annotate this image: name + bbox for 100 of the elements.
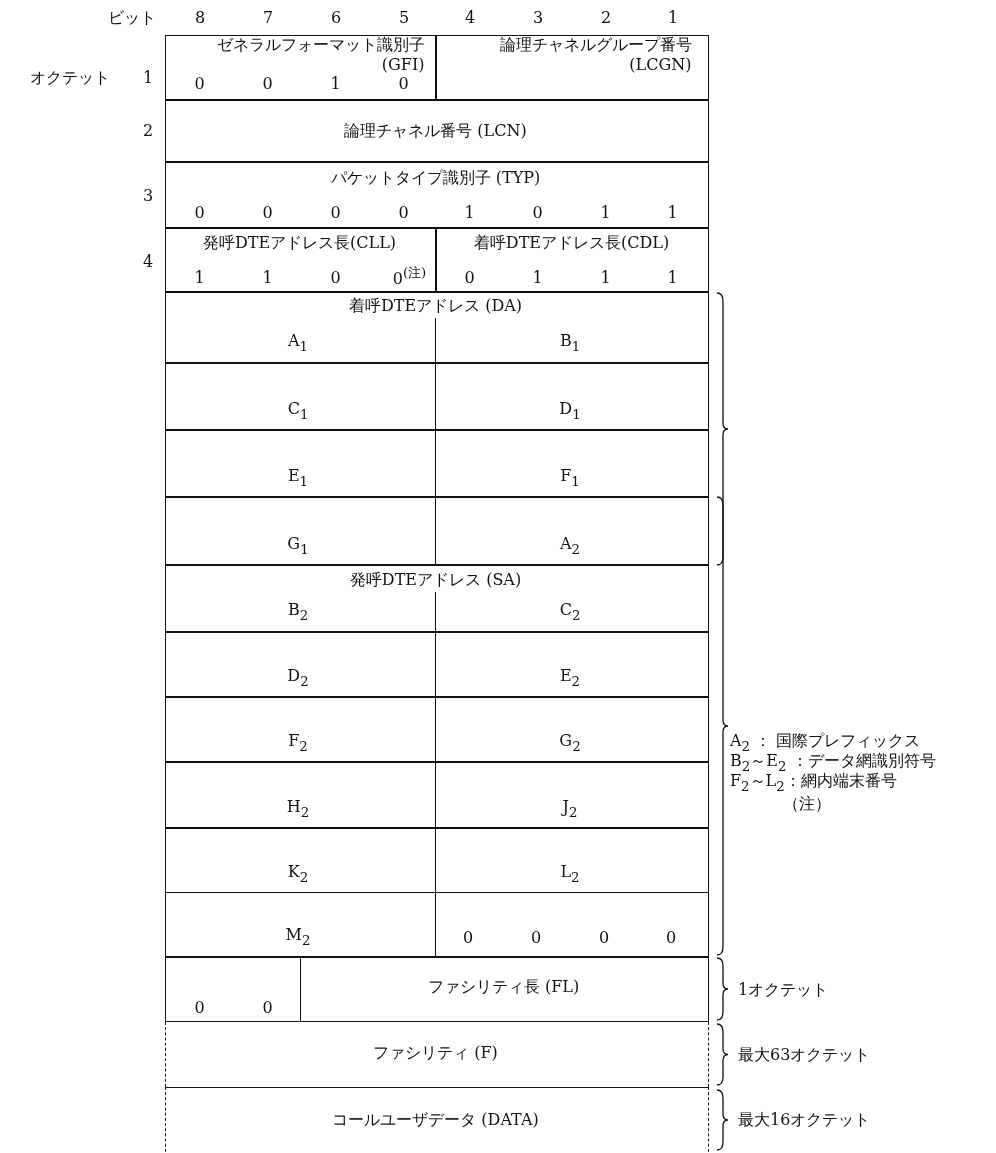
field-cell (165, 1022, 709, 1087)
axis-title: ビット (108, 8, 156, 28)
field-cell (165, 35, 436, 100)
octet-number: 2 (142, 121, 154, 141)
bit-value: 1 (262, 267, 273, 288)
field-cell (165, 228, 436, 292)
field-cell (165, 1087, 709, 1153)
field-label: D$_{1}$ (559, 399, 581, 424)
bit-value: 0 (530, 928, 542, 948)
field-cell (436, 228, 709, 292)
field-label: C$_{2}$ (559, 600, 581, 625)
field-label: H$_{2}$ (286, 797, 310, 822)
field-label: J$_{2}$ (562, 797, 578, 822)
field-cell (165, 292, 709, 565)
field-label: G$_{2}$ (559, 731, 581, 756)
field-label: D$_{2}$ (287, 666, 309, 691)
bit-value: 1 (667, 267, 678, 288)
bit-number: 7 (262, 8, 274, 28)
bit-value: 1 (532, 267, 543, 288)
field-label: 論理チャネルグループ番号 (LCGN) (498, 34, 692, 75)
field-label: E$_{2}$ (559, 666, 581, 691)
field-label: A$_{1}$ (288, 331, 308, 356)
field-label: 着呼DTEアドレス長(CDL) (473, 232, 670, 253)
field-label: パケットタイプ識別子 (TYP) (330, 167, 541, 188)
bit-value: 0 (194, 997, 205, 1018)
field-cell (435, 362, 709, 430)
field-cell (435, 696, 709, 762)
field-cell (165, 100, 709, 162)
field-label: 発呼DTEアドレス長(CLL) (202, 232, 397, 253)
bit-value: 1 (194, 267, 205, 288)
field-cell (164, 429, 436, 497)
note-text: F$_{2}$～L$_{2}$：網内端末番号 (730, 771, 897, 795)
field-label: L$_{2}$ (560, 862, 580, 887)
field-cell (165, 957, 301, 1022)
field-label: 論理チャネル番号 (LCN) (344, 120, 527, 141)
bit-number: 4 (464, 8, 476, 28)
field-label: B$_{1}$ (559, 331, 581, 356)
field-label: C$_{1}$ (287, 399, 309, 424)
bit-value: 1 (330, 73, 341, 94)
field-label: 着呼DTEアドレス (DA) (348, 295, 523, 316)
axis-title: オクテット (30, 68, 110, 88)
field-cell (165, 162, 709, 228)
bit-value: 0 (330, 202, 341, 223)
field-label: コールユーザデータ (DATA) (332, 1109, 539, 1130)
bit-value: 0 (462, 928, 474, 948)
bit-value: 0 (398, 73, 409, 94)
bit-value: 0 (532, 202, 543, 223)
bit-value: 0 (598, 928, 610, 948)
octet-number: 3 (142, 186, 154, 206)
field-cell (164, 827, 436, 893)
field-label: K$_{2}$ (287, 862, 309, 887)
field-cell (435, 827, 709, 893)
field-label: F$_{1}$ (560, 466, 580, 491)
field-cell (164, 761, 436, 828)
field-cell (164, 496, 436, 565)
octet-number: 4 (142, 252, 154, 272)
bit-number: 8 (194, 8, 206, 28)
field-cell (165, 565, 709, 957)
field-cell (164, 362, 436, 430)
bit-number: 5 (398, 8, 410, 28)
field-cell (300, 957, 709, 1022)
bit-value: 0 (194, 73, 205, 94)
field-label: ゼネラルフォーマット識別子 (GFI) (215, 34, 425, 75)
field-label: 発呼DTEアドレス (SA) (349, 569, 522, 590)
note-text: 1オクテット (738, 980, 829, 1000)
field-label: E$_{1}$ (287, 466, 309, 491)
bit-number: 2 (600, 8, 612, 28)
note-text: 最大63オクテット (738, 1045, 871, 1065)
field-cell (164, 591, 436, 632)
field-label: F$_{2}$ (288, 731, 308, 756)
bit-value: 1 (464, 202, 475, 223)
bit-value: 0 (398, 202, 409, 223)
field-cell (435, 631, 709, 697)
bit-value: 1 (600, 202, 611, 223)
field-label: ファシリティ長 (FL) (427, 976, 580, 997)
bit-value: 0 (330, 267, 341, 288)
bit-value: 0 (464, 267, 475, 288)
field-cell (164, 631, 436, 697)
field-label: B$_{2}$ (287, 600, 309, 625)
bit-number: 3 (532, 8, 544, 28)
bit-number: 6 (330, 8, 342, 28)
bit-number: 1 (667, 8, 679, 28)
field-label: A$_{2}$ (560, 534, 580, 559)
bit-value: 0 (262, 202, 273, 223)
note-text: 最大16オクテット (738, 1110, 871, 1130)
field-cell (436, 35, 709, 100)
field-label: G$_{1}$ (287, 534, 309, 559)
bit-value: 1 (667, 202, 678, 223)
bit-value: 0$^{(注)}$ (392, 263, 427, 289)
field-cell (164, 696, 436, 762)
note-text: （注） (783, 794, 831, 814)
field-cell (164, 317, 436, 363)
octet-number: 1 (142, 68, 154, 88)
bit-value: 1 (600, 267, 611, 288)
field-label: M$_{2}$ (285, 925, 311, 950)
bit-value: 0 (665, 928, 677, 948)
bit-value: 0 (262, 73, 273, 94)
field-cell (435, 429, 709, 497)
note-text: B$_{2}$～E$_{2}$ ：データ網識別符号 (730, 751, 936, 774)
field-cell (435, 761, 709, 828)
